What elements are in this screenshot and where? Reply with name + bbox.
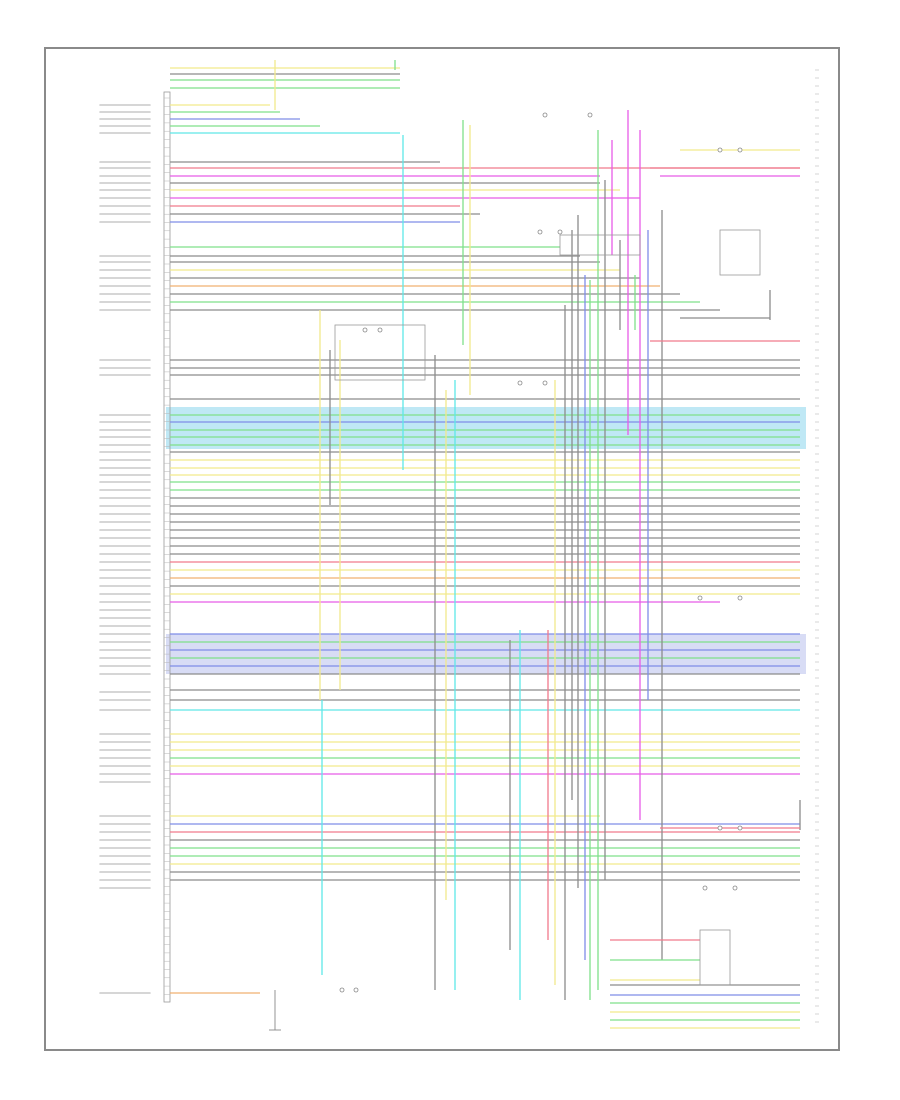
shaded-band-upper [166,407,806,449]
switch-contact [717,825,723,831]
switch-contact [737,595,743,601]
component-box [719,229,761,276]
switch-contact [717,147,723,153]
component-box [699,929,731,986]
switch-contact [587,112,593,118]
switch-contact [353,987,359,993]
switch-contact [542,380,548,386]
switch-contact [702,885,708,891]
diagram-frame [44,47,840,1051]
switch-contact [732,885,738,891]
switch-contact [557,229,563,235]
switch-contact [737,825,743,831]
switch-contact [339,987,345,993]
switch-contact [377,327,383,333]
connector-column [163,91,171,1003]
switch-contact [362,327,368,333]
component-box [334,324,426,381]
switch-contact [517,380,523,386]
switch-contact [542,112,548,118]
switch-contact [537,229,543,235]
shaded-band-lower [166,634,806,674]
switch-contact [697,595,703,601]
component-box [559,234,641,256]
switch-contact [737,147,743,153]
